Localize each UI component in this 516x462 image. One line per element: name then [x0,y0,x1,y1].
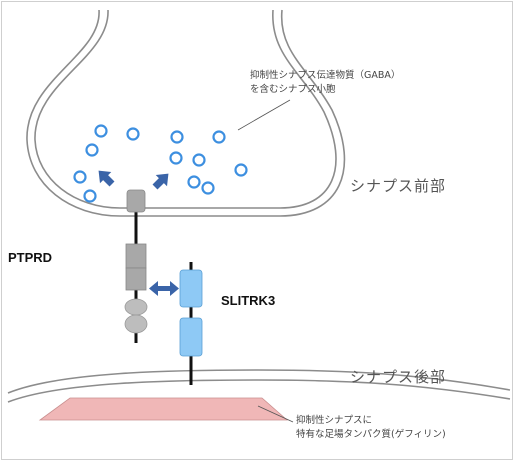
scaffold-note-line2: 特有な足場タンパク質(ゲフィリン) [296,429,446,440]
vesicle [201,181,215,195]
presynaptic-membrane-outer [26,9,346,217]
slitrk3-protein [179,262,203,385]
gephyrin-scaffold [38,397,289,421]
vesicle [126,127,140,141]
presynaptic-label: シナプス前部 [350,177,447,195]
ptprd-domain-2 [125,267,147,291]
vesicle [234,163,248,177]
release-arrows [98,170,169,190]
vesicle-note-leader [237,99,291,131]
scaffold-note-leader [257,405,294,423]
vesicle [94,124,108,138]
vesicle [85,143,99,157]
ptprd-ig-domain-2 [124,314,148,334]
presynaptic-membrane-inner [34,9,337,209]
slitrk3-label: SLITRK3 [221,293,276,308]
vesicle-note-line2: を含むシナプス小胞 [250,84,336,95]
ptprd-label: PTPRD [8,250,53,265]
presynaptic-terminal [26,9,346,217]
postsynaptic-membrane [7,369,511,403]
postsynaptic-membrane-upper [7,369,511,394]
scaffold-note-line1: 抑制性シナプスに [296,415,373,426]
vesicle-note-line1: 抑制性シナプス伝達物質（GABA） [250,70,401,81]
postsynaptic-membrane-lower [7,379,511,403]
vesicle [212,130,226,144]
release-arrow-left [98,170,115,187]
vesicle [170,130,184,144]
vesicle [169,151,183,165]
ptprd-protein [124,189,148,343]
ptprd-domain-1 [125,243,147,269]
slitrk3-lrr-domain-2 [179,317,203,357]
ptprd-anchor-domain [126,189,146,213]
slitrk3-lrr-domain-1 [179,269,203,308]
vesicle [192,153,206,167]
vesicle [83,189,97,203]
vesicle [187,175,201,189]
ptprd-ig-domain-1 [124,298,148,316]
interaction-arrow [149,281,179,296]
vesicle [73,170,87,184]
release-arrow-right [152,173,169,190]
postsynaptic-label: シナプス後部 [350,368,447,386]
synaptic-vesicles [73,124,248,203]
